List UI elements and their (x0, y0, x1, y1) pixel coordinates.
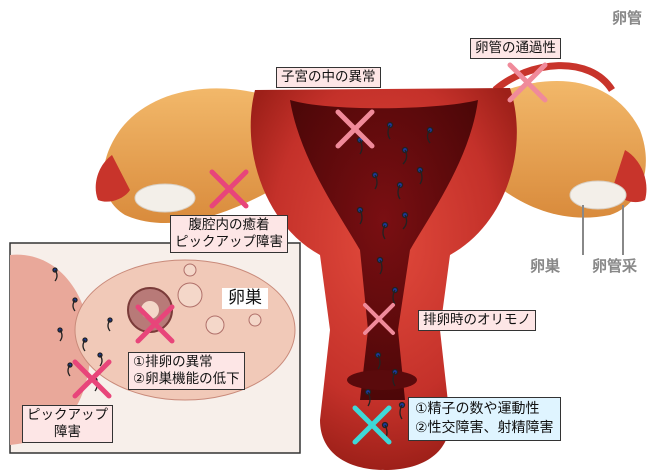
right-ovary (570, 181, 626, 209)
label-ovulation-line1: ①排卵の異常 (133, 354, 240, 371)
anatomy-label-fimbria: 卵管采 (592, 258, 637, 275)
label-pickup-line1: ピックアップ (27, 407, 108, 424)
anatomy-label-tube: 卵管 (612, 10, 642, 27)
label-pickup: ピックアップ 障害 (22, 405, 113, 443)
label-adhesion-line2: ピックアップ障害 (175, 234, 283, 251)
label-adhesion-line1: 腹腔内の癒着 (175, 217, 283, 234)
label-cervical-mucus: 排卵時のオリモノ (418, 310, 536, 331)
label-sperm-line2: ②性交障害、射精障害 (415, 419, 554, 438)
label-adhesion: 腹腔内の癒着 ピックアップ障害 (170, 215, 288, 253)
cervical-opening (347, 370, 417, 390)
label-ovary-inset: 卵巣 (222, 288, 268, 309)
left-ovary (135, 184, 195, 212)
label-fallopian-passage: 卵管の通過性 (470, 38, 561, 59)
anatomy-label-ovary: 卵巣 (530, 258, 560, 275)
label-ovulation-line2: ②卵巣機能の低下 (133, 371, 240, 388)
label-ovulation: ①排卵の異常 ②卵巣機能の低下 (128, 352, 245, 390)
label-pickup-line2: 障害 (27, 424, 108, 441)
label-uterus-inside: 子宮の中の異常 (276, 67, 381, 88)
label-sperm-line1: ①精子の数や運動性 (415, 400, 554, 419)
label-sperm: ①精子の数や運動性 ②性交障害、射精障害 (408, 397, 561, 441)
